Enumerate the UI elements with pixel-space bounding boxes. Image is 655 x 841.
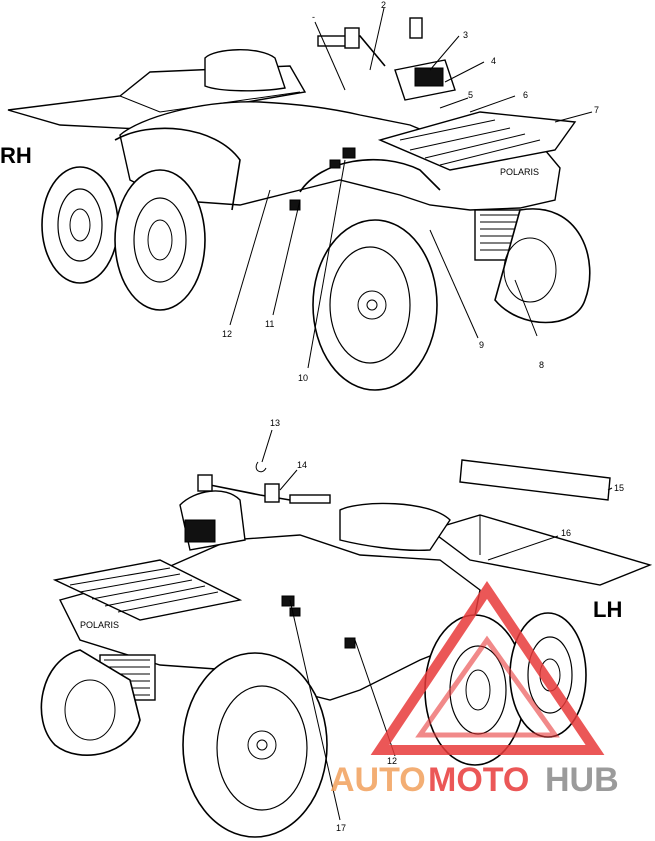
- rear-wheel-outer: [41, 166, 119, 284]
- callout-12-bottom: 12: [387, 756, 397, 766]
- callout-8: 8: [539, 360, 544, 370]
- callout-10: 10: [298, 373, 308, 383]
- callout-7: 7: [594, 105, 599, 115]
- automotohub-watermark: AUTO MOTO HUB: [330, 581, 619, 799]
- watermark-text-hub: HUB: [545, 761, 619, 799]
- callout-1-dash: -: [312, 12, 315, 22]
- atv-left-side-view: POLARIS LH: [40, 418, 653, 838]
- side-label-lh: LH: [593, 597, 622, 622]
- callout-3: 3: [463, 30, 468, 40]
- callout-2: 2: [381, 0, 386, 10]
- callout-11: 11: [265, 319, 274, 329]
- watermark-text-moto: MOTO: [428, 761, 529, 799]
- decal-sheet-15: [459, 459, 611, 501]
- callout-13: 13: [270, 418, 280, 428]
- watermark-text-auto: AUTO: [330, 761, 426, 799]
- callout-17: 17: [336, 823, 346, 833]
- side-label-rh: RH: [0, 143, 32, 168]
- brand-decal-front-lh: POLARIS: [80, 620, 119, 630]
- callout-15: 15: [614, 483, 624, 493]
- lh-front-wheel-near: [182, 652, 328, 838]
- callout-16: 16: [561, 528, 571, 538]
- atv-right-side-view: POLARIS RH: [0, 0, 599, 391]
- watermark-triangle-outer: [370, 581, 605, 755]
- callout-12-top: 12: [222, 329, 232, 339]
- brand-decal-front: POLARIS: [500, 167, 539, 177]
- callout-6: 6: [523, 90, 528, 100]
- callout-4: 4: [491, 56, 496, 66]
- callout-9: 9: [479, 340, 484, 350]
- front-wheel-near: [312, 219, 438, 391]
- lh-front-wheel-far: [40, 649, 141, 756]
- front-wheel-far: [494, 208, 591, 324]
- watermark-triangle-inner: [415, 635, 560, 738]
- rear-wheel-inner: [114, 169, 206, 311]
- callout-14: 14: [297, 460, 307, 470]
- lh-rear-wheel-near: [424, 614, 526, 766]
- callout-5: 5: [468, 90, 473, 100]
